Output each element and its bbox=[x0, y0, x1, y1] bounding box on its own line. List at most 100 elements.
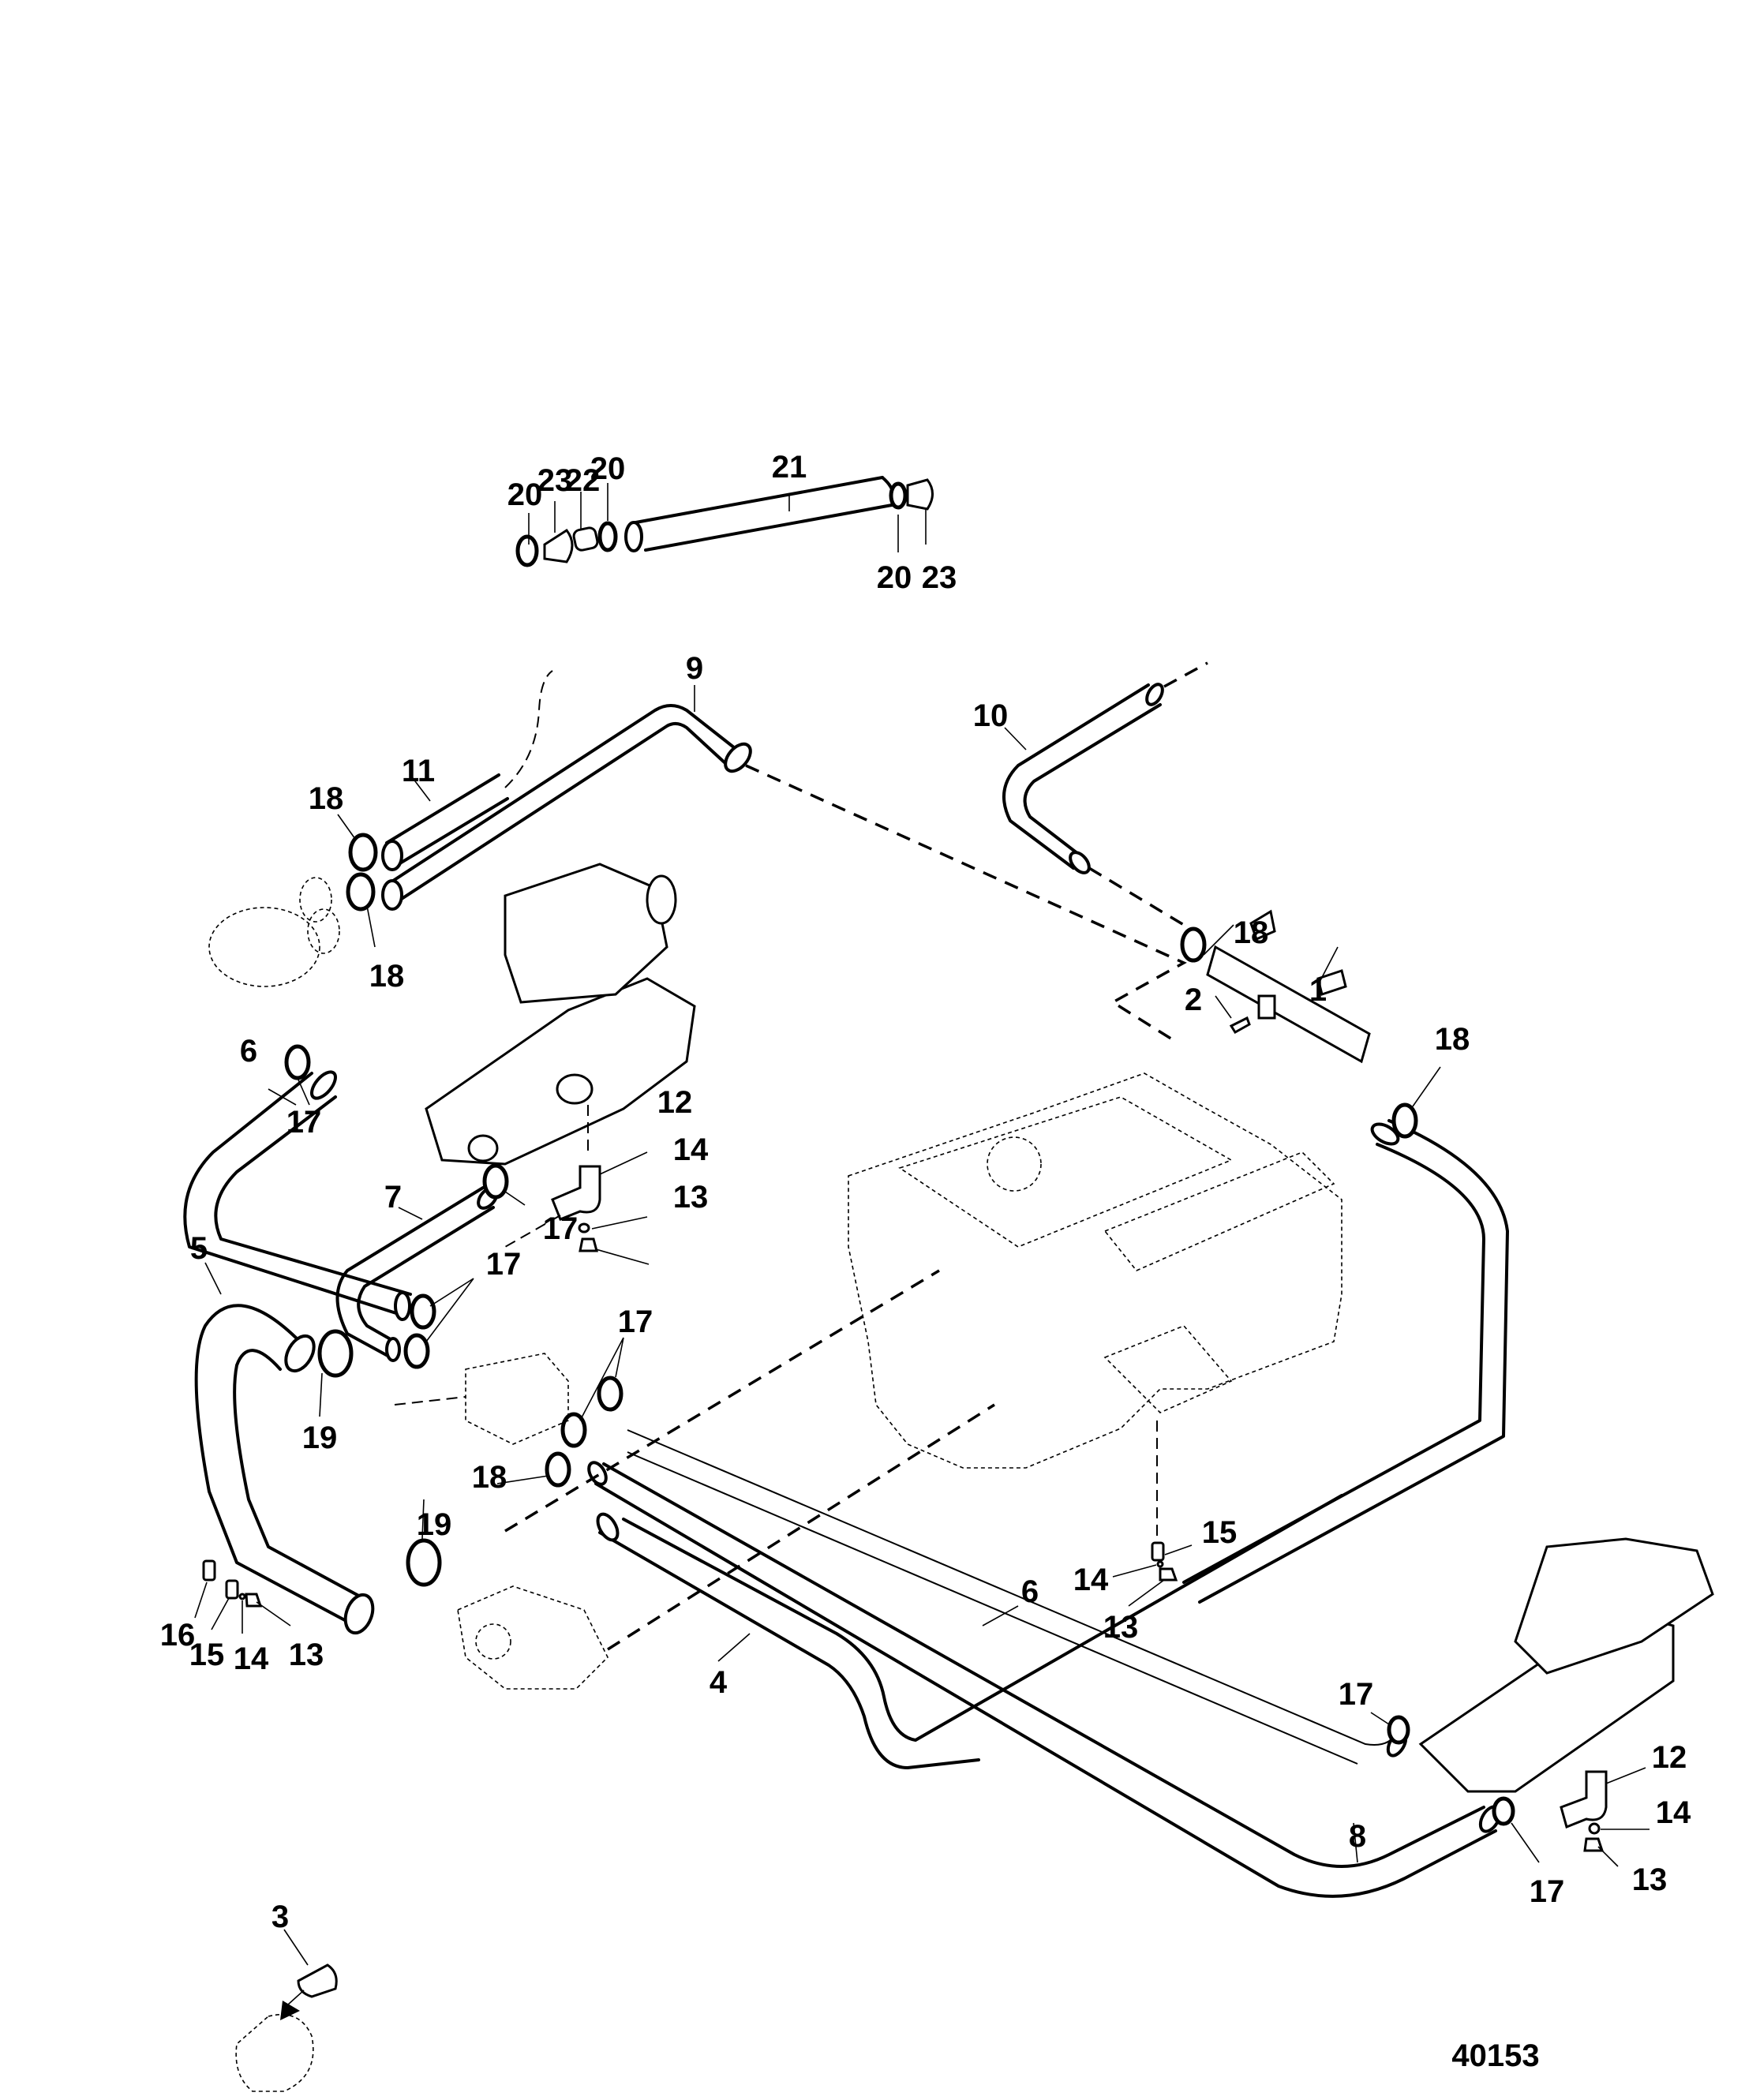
hose-9 bbox=[389, 704, 743, 908]
leader-14a bbox=[591, 1216, 648, 1230]
hose-10 bbox=[1002, 683, 1162, 870]
leader-17d bbox=[579, 1337, 624, 1421]
dashed-path-9 bbox=[745, 764, 1187, 1043]
callout-13: 13 bbox=[1103, 1610, 1139, 1645]
upper-left-hoses bbox=[337, 670, 1187, 1043]
fitting-22 bbox=[572, 526, 599, 552]
hose-6-right-end-top bbox=[1370, 1122, 1400, 1146]
callout-13: 13 bbox=[673, 1180, 709, 1215]
left-clamps bbox=[284, 1044, 624, 1587]
exhaust-manifold-right bbox=[1370, 1537, 1714, 1867]
hose-7 bbox=[335, 1186, 495, 1359]
water-pump-pulley bbox=[475, 1623, 511, 1660]
right-upper-hoses bbox=[1002, 661, 1441, 1139]
leader-17c bbox=[425, 1278, 474, 1342]
callout-14: 14 bbox=[1656, 1795, 1691, 1830]
connector-bracket bbox=[1257, 994, 1276, 1020]
figure-id: 40153 bbox=[1451, 2038, 1539, 2073]
hose-clamp-17-g bbox=[1387, 1715, 1410, 1745]
hose-8 bbox=[594, 1462, 1497, 1898]
callout-17: 17 bbox=[286, 1105, 322, 1140]
drain-fittings-engine bbox=[1112, 1421, 1193, 1607]
leader-16 bbox=[194, 1582, 208, 1619]
hose-clamp-detail bbox=[235, 2013, 314, 2092]
callout-15: 15 bbox=[1202, 1515, 1238, 1550]
leader-19a bbox=[319, 1372, 323, 1417]
leader-13d bbox=[1597, 1846, 1619, 1867]
hose-6-left-end-top bbox=[310, 1070, 337, 1100]
manifold-port-1 bbox=[556, 1073, 594, 1105]
callout-19: 19 bbox=[417, 1507, 452, 1542]
dashed-path-10-bottom bbox=[1088, 867, 1189, 929]
manifold-left-body bbox=[425, 977, 696, 1166]
thermostat-housing bbox=[208, 877, 340, 987]
connector-tube-1-nipple-b bbox=[1316, 969, 1347, 996]
callout-18: 18 bbox=[309, 781, 344, 816]
hose-clamp-17-f bbox=[560, 1412, 587, 1448]
callout-14: 14 bbox=[673, 1132, 709, 1167]
leader-17g bbox=[1370, 1712, 1390, 1725]
connector-tube-1-nipple-a bbox=[1249, 909, 1276, 941]
leader-1 bbox=[1317, 946, 1339, 986]
elbow-fitting-12-right bbox=[1560, 1770, 1608, 1829]
spring-clamp-20-middle bbox=[597, 521, 618, 552]
callout-3: 3 bbox=[271, 1900, 289, 1934]
hose-6-left-end-bottom bbox=[394, 1291, 411, 1321]
callout-5: 5 bbox=[190, 1231, 208, 1266]
hose-9-end-left bbox=[381, 879, 403, 911]
callout-20: 20 bbox=[877, 560, 912, 595]
exhaust-manifold-left bbox=[425, 863, 696, 1166]
fitting-to-clamp-dash bbox=[504, 1215, 561, 1248]
leader-13c bbox=[1128, 1579, 1165, 1607]
hose-5-end-bottom bbox=[343, 1593, 375, 1635]
leader-18d bbox=[1203, 924, 1234, 956]
pump-dash bbox=[394, 1396, 466, 1406]
leader-14c bbox=[1112, 1564, 1157, 1578]
callout-23: 23 bbox=[922, 560, 957, 595]
hose-clamp-17-b bbox=[482, 1163, 509, 1200]
circulating-pump bbox=[394, 1353, 569, 1445]
drain-plug-13-bottom-left bbox=[245, 1593, 263, 1608]
leader-17h bbox=[1511, 1822, 1540, 1863]
drain-fittings-bottom-left bbox=[194, 1559, 291, 1634]
callout-1: 1 bbox=[1309, 973, 1327, 1008]
callout-12: 12 bbox=[657, 1085, 693, 1120]
leader-5 bbox=[204, 1262, 222, 1295]
callout-18: 18 bbox=[369, 959, 405, 994]
callout-23: 23 bbox=[537, 463, 573, 498]
hose-4 bbox=[598, 1494, 1343, 1769]
hose-clamp-17-d bbox=[403, 1333, 430, 1369]
manifold-left-elbow bbox=[504, 863, 668, 1004]
callout-10: 10 bbox=[973, 698, 1009, 733]
callout-18: 18 bbox=[1435, 1022, 1470, 1057]
callout-17: 17 bbox=[543, 1211, 579, 1246]
callout-15: 15 bbox=[189, 1638, 225, 1672]
install-arrow-line bbox=[287, 1990, 305, 2005]
callout-9: 9 bbox=[686, 651, 703, 686]
callout-19: 19 bbox=[302, 1421, 338, 1455]
dashed-path-11 bbox=[504, 670, 553, 788]
hose-clamp-18-d bbox=[1180, 926, 1207, 963]
leader-17a bbox=[297, 1077, 310, 1106]
hose-4-end bbox=[596, 1512, 620, 1542]
callout-18: 18 bbox=[1234, 915, 1269, 950]
callout-17: 17 bbox=[618, 1305, 653, 1339]
engine-block bbox=[848, 1072, 1342, 1469]
leader-18a bbox=[337, 814, 356, 840]
callout-8: 8 bbox=[1349, 1819, 1366, 1854]
callout-13: 13 bbox=[289, 1638, 324, 1672]
hose-9-end-right bbox=[724, 742, 752, 773]
leader-11 bbox=[410, 774, 431, 802]
o-ring-14-bottom-left bbox=[238, 1593, 246, 1600]
water-pump bbox=[457, 1585, 609, 1690]
drain-plug-13-left bbox=[579, 1237, 598, 1252]
leader-15b bbox=[1164, 1544, 1193, 1555]
o-ring-14-left bbox=[578, 1222, 590, 1233]
thermostat-outlet-lower bbox=[307, 908, 340, 954]
hose-clamp-19-b bbox=[406, 1538, 442, 1587]
leader-13b bbox=[256, 1601, 291, 1626]
water-pump-body bbox=[457, 1585, 609, 1690]
elbow-fitting-12-left bbox=[551, 1165, 601, 1221]
fitting-15-engine bbox=[1151, 1541, 1165, 1562]
left-hoses bbox=[183, 1070, 499, 1635]
